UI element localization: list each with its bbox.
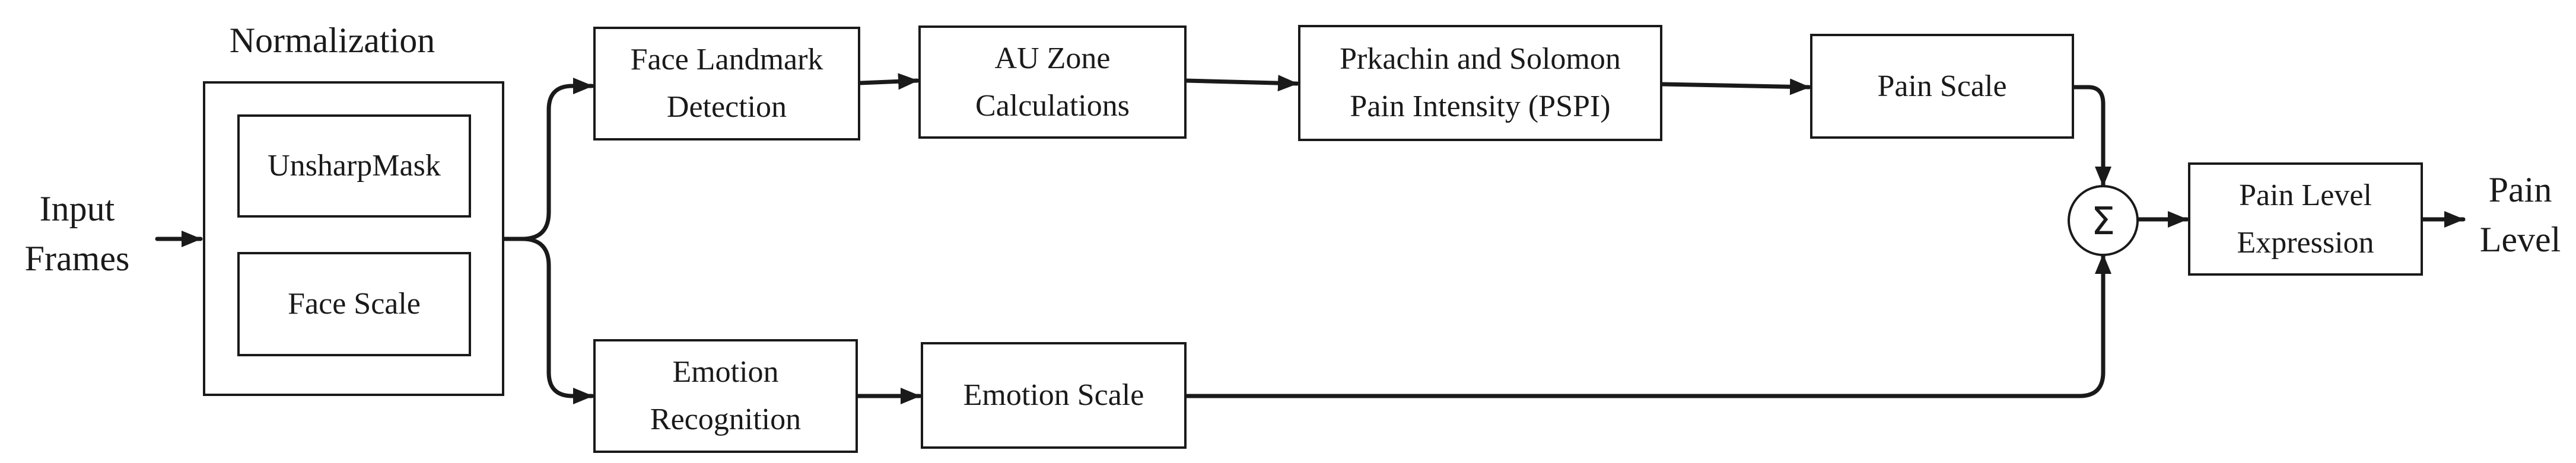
input-frames-label: Input Frames bbox=[12, 184, 142, 283]
au-zone-calculations-box: AU Zone Calculations bbox=[918, 25, 1187, 139]
expression-line-1: Pain Level bbox=[2239, 178, 2372, 212]
emotion-scale-box: Emotion Scale bbox=[921, 342, 1187, 449]
emotion-recognition-line-1: Emotion bbox=[672, 355, 779, 389]
pain-scale-box: Pain Scale bbox=[1810, 34, 2074, 139]
arrow-pain-scale-to-sum bbox=[2072, 85, 2111, 188]
face-landmark-line-1: Face Landmark bbox=[630, 43, 823, 76]
sum-junction bbox=[2068, 185, 2139, 256]
au-zone-line-1: AU Zone bbox=[994, 41, 1111, 75]
pspi-line-2: Pain Intensity (PSPI) bbox=[1350, 90, 1611, 123]
expression-line-2: Expression bbox=[2237, 225, 2374, 260]
arrow-emotion-scale-to-sum bbox=[1184, 253, 2111, 398]
input-label-line-1: Input bbox=[39, 189, 115, 228]
face-landmark-line-2: Detection bbox=[666, 90, 787, 124]
normalization-title: Normalization bbox=[229, 21, 435, 60]
pain-level-output-label: Pain Level bbox=[2467, 165, 2574, 264]
au-zone-line-2: Calculations bbox=[975, 88, 1130, 123]
arrow-au-zone-to-pspi bbox=[1184, 75, 1299, 92]
emotion-recognition-line-2: Recognition bbox=[650, 403, 802, 436]
output-label-line-1: Pain bbox=[2488, 170, 2552, 209]
unsharp-mask-box: UnsharpMask bbox=[237, 114, 471, 218]
face-landmark-detection-box: Face Landmark Detection bbox=[593, 27, 860, 141]
arrow-face-landmark-to-au-zone bbox=[858, 73, 920, 90]
arrow-split-to-face-landmark bbox=[546, 78, 594, 215]
output-label-line-2: Level bbox=[2479, 220, 2561, 259]
face-scale-box: Face Scale bbox=[237, 252, 471, 356]
input-label-line-2: Frames bbox=[24, 239, 130, 278]
connector-normalization-to-split bbox=[502, 210, 551, 241]
pain-level-expression-box: Pain Level Expression bbox=[2188, 162, 2423, 276]
sum-symbol: Σ bbox=[2091, 200, 2115, 244]
emotion-recognition-box: Emotion Recognition bbox=[593, 339, 858, 453]
arrow-pspi-to-pain-scale bbox=[1660, 78, 1811, 95]
pspi-line-1: Prkachin and Solomon bbox=[1340, 42, 1621, 76]
pspi-box: Prkachin and Solomon Pain Intensity (PSP… bbox=[1298, 25, 1662, 141]
arrow-split-to-emotion-recognition bbox=[520, 237, 594, 404]
